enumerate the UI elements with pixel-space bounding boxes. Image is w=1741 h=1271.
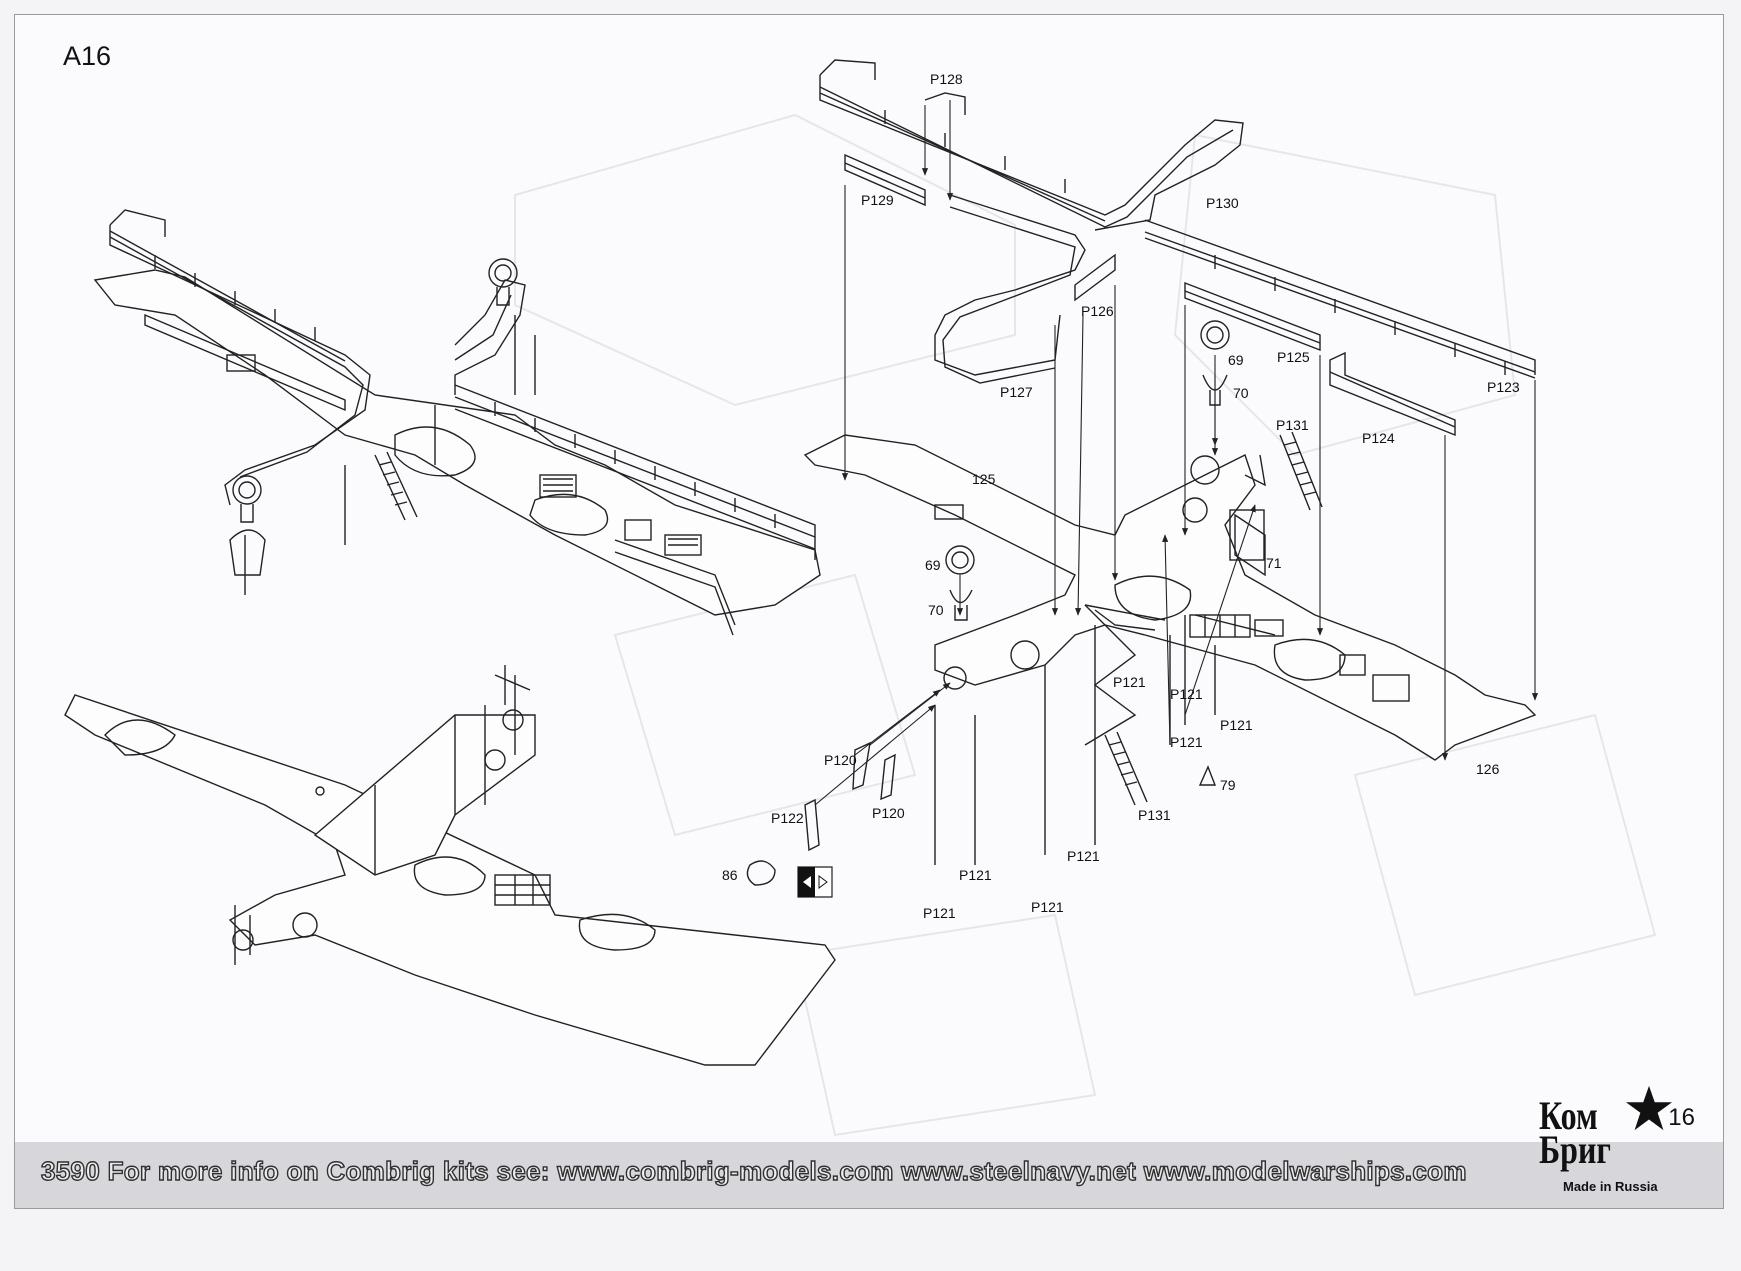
callout-p126: P126 [1081, 303, 1114, 319]
page-number: 16 [1668, 1104, 1695, 1131]
right-exploded-deck [746, 59, 1537, 886]
callout-p127: P127 [1000, 384, 1033, 400]
callout-p121: P121 [1170, 686, 1203, 702]
callout-p121: P121 [1067, 848, 1100, 864]
made-in-label: Made in Russia [1563, 1179, 1658, 1194]
sheet-id: A16 [63, 41, 112, 71]
leader-arrows [814, 100, 1539, 806]
footer-text: 3590 For more info on Combrig kits see: … [40, 1155, 1467, 1186]
callout-69-lower: 69 [925, 557, 941, 573]
callout-p120-left: P120 [824, 752, 857, 768]
callout-p121: P121 [959, 867, 992, 883]
brand-logo-line2: Бриг [1539, 1127, 1611, 1172]
callout-p125: P125 [1277, 349, 1310, 365]
callout-p121: P121 [1031, 899, 1064, 915]
assembly-drawing [64, 59, 1539, 1066]
callout-p121: P121 [1220, 717, 1253, 733]
left-assembled-deck [93, 209, 821, 636]
footer-band: 3590 For more info on Combrig kits see: … [15, 1142, 1723, 1208]
callout-69-upper: 69 [1228, 352, 1244, 368]
callout-70-upper: 70 [1233, 385, 1249, 401]
star-icon [1625, 1085, 1673, 1131]
left-bare-deck [64, 665, 836, 1066]
callout-p122: P122 [771, 810, 804, 826]
callout-p123: P123 [1487, 379, 1520, 395]
callout-p121: P121 [1170, 734, 1203, 750]
callout-70-lower: 70 [928, 602, 944, 618]
callout-126: 126 [1476, 761, 1500, 777]
callout-p130: P130 [1206, 195, 1239, 211]
brand-logo-line1: Ком [1539, 1093, 1598, 1138]
brand-logo: Ком Бриг Made in Russia [1539, 1084, 1689, 1194]
callout-71: 71 [1266, 555, 1282, 571]
callout-p121: P121 [923, 905, 956, 921]
callout-p129: P129 [861, 192, 894, 208]
callout-p131-upper: P131 [1276, 417, 1309, 433]
callout-p128: P128 [930, 71, 963, 87]
callout-p121: P121 [1113, 674, 1146, 690]
callout-p131-lower: P131 [1138, 807, 1171, 823]
callout-79: 79 [1220, 777, 1236, 793]
callout-125: 125 [972, 471, 996, 487]
callout-86: 86 [722, 867, 738, 883]
instruction-sheet: A16 [14, 14, 1724, 1209]
callout-p120-right: P120 [872, 805, 905, 821]
callout-p124: P124 [1362, 430, 1395, 446]
